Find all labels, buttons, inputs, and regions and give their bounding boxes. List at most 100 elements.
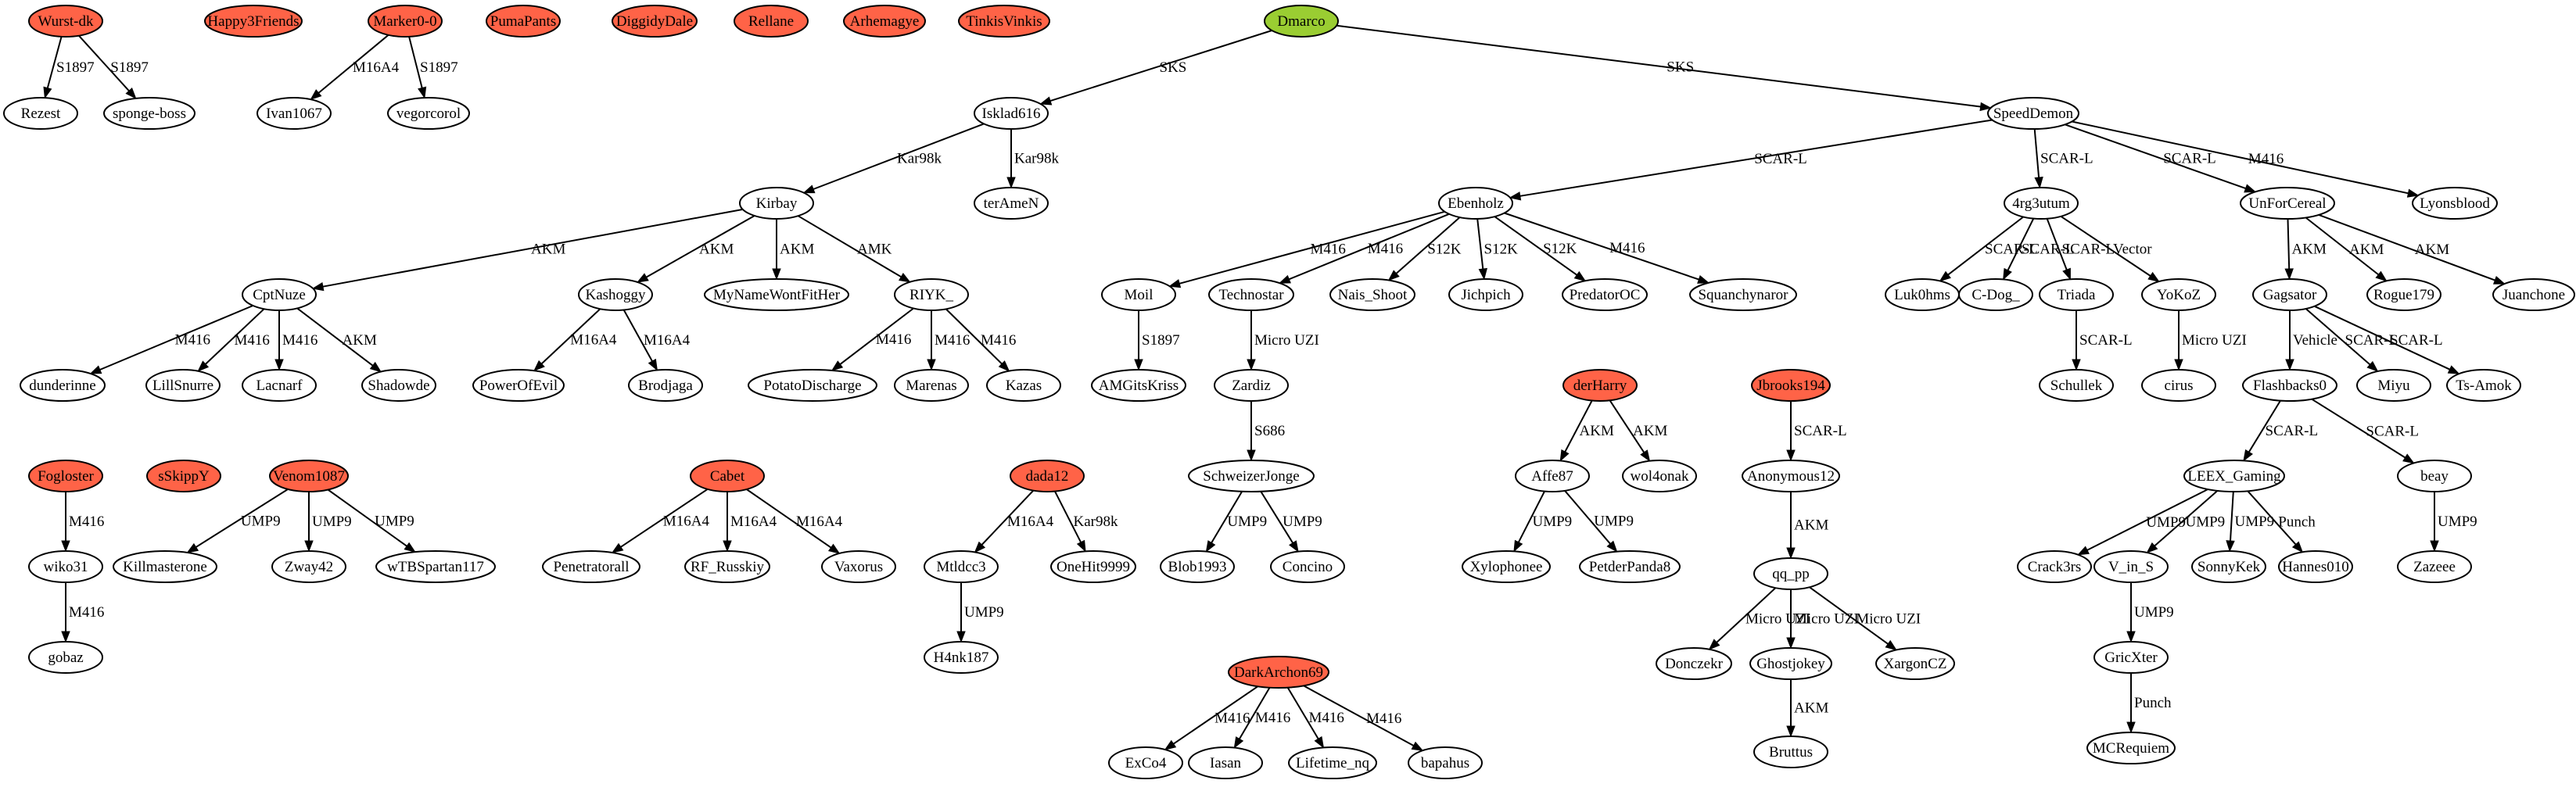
- node-sskippy[interactable]: sSkippY: [146, 460, 221, 492]
- node-jbrooks194[interactable]: Jbrooks194: [1751, 369, 1831, 402]
- node-shadowde[interactable]: Shadowde: [361, 369, 436, 402]
- node-rellane[interactable]: Rellane: [734, 5, 809, 38]
- node-diggidydale[interactable]: DiggidyDale: [612, 5, 698, 38]
- node-cirus[interactable]: cirus: [2141, 369, 2216, 402]
- node-happy3friends[interactable]: Happy3Friends: [204, 5, 303, 38]
- node-blob1993[interactable]: Blob1993: [1160, 550, 1235, 583]
- node-iasan[interactable]: Iasan: [1188, 746, 1263, 779]
- node-dada12[interactable]: dada12: [1010, 460, 1085, 492]
- node-isklad616[interactable]: Isklad616: [974, 97, 1049, 130]
- node-moil[interactable]: Moil: [1101, 278, 1176, 311]
- node-lacnarf[interactable]: Lacnarf: [242, 369, 317, 402]
- node-sonnykek[interactable]: SonnyKek: [2191, 550, 2266, 583]
- node-donczekr[interactable]: Donczekr: [1656, 647, 1732, 680]
- node-rezest[interactable]: Rezest: [3, 97, 78, 130]
- node-affe87[interactable]: Affe87: [1515, 460, 1590, 492]
- node-wurst-dk[interactable]: Wurst-dk: [28, 5, 103, 38]
- node-juanchone[interactable]: Juanchone: [2492, 278, 2575, 311]
- node-luk0hms[interactable]: Luk0hms: [1885, 278, 1960, 311]
- node-schullek[interactable]: Schullek: [2039, 369, 2114, 402]
- node-wiko31[interactable]: wiko31: [28, 550, 103, 583]
- node-predatoroc[interactable]: PredatorOC: [1562, 278, 1648, 311]
- node-riyk[interactable]: RIYK_: [894, 278, 969, 311]
- node-miyu[interactable]: Miyu: [2356, 369, 2431, 402]
- node-tinkisvinkis[interactable]: TinkisVinkis: [958, 5, 1050, 38]
- node-wtbspartan117[interactable]: wTBSpartan117: [375, 550, 496, 583]
- node-mynamewontfither[interactable]: MyNameWontFitHer: [704, 278, 849, 311]
- node-leex-gaming[interactable]: LEEX_Gaming: [2183, 460, 2285, 492]
- node-jichpich[interactable]: Jichpich: [1448, 278, 1523, 311]
- node-dunderinne[interactable]: dunderinne: [20, 369, 106, 402]
- node-schweizerjonge[interactable]: SchweizerJonge: [1188, 460, 1315, 492]
- node-speeddemon[interactable]: SpeedDemon: [1987, 97, 2079, 130]
- node-sponge-boss[interactable]: sponge-boss: [103, 97, 196, 130]
- node-pumapants[interactable]: PumaPants: [486, 5, 561, 38]
- node-nais-shoot[interactable]: Nais_Shoot: [1329, 278, 1415, 311]
- node-anonymous12[interactable]: Anonymous12: [1742, 460, 1840, 492]
- node-mcrequiem[interactable]: MCRequiem: [2086, 732, 2176, 764]
- node-qq-pp[interactable]: qq_pp: [1753, 557, 1828, 590]
- node-label: Zardiz: [1232, 378, 1271, 394]
- node-vaxorus[interactable]: Vaxorus: [821, 550, 896, 583]
- node-h4nk187[interactable]: H4nk187: [924, 641, 999, 674]
- node-ghostjokey[interactable]: Ghostjokey: [1749, 647, 1832, 680]
- node-xylophonee[interactable]: Xylophonee: [1462, 550, 1551, 583]
- node-wol4onak[interactable]: wol4onak: [1622, 460, 1697, 492]
- node-vegorcorol[interactable]: vegorcorol: [387, 97, 470, 130]
- node-lyonsblood[interactable]: Lyonsblood: [2412, 187, 2498, 220]
- node-rf-russkiy[interactable]: RF_Russkiy: [684, 550, 770, 583]
- node-bapahus[interactable]: bapahus: [1408, 746, 1483, 779]
- node-beay[interactable]: beay: [2397, 460, 2472, 492]
- node-derharry[interactable]: derHarry: [1562, 369, 1638, 402]
- node-powerofevil[interactable]: PowerOfEvil: [472, 369, 565, 402]
- node-onehit9999[interactable]: OneHit9999: [1050, 550, 1136, 583]
- node-ivan1067[interactable]: Ivan1067: [257, 97, 332, 130]
- node-lifetime-nq[interactable]: Lifetime_nq: [1288, 746, 1377, 779]
- node-crack3rs[interactable]: Crack3rs: [2017, 550, 2092, 583]
- node-penetratorall[interactable]: Penetratorall: [542, 550, 640, 583]
- node-triada[interactable]: Triada: [2039, 278, 2114, 311]
- node-rogue179[interactable]: Rogue179: [2366, 278, 2441, 311]
- node-4rg3utum[interactable]: 4rg3utum: [2004, 187, 2079, 220]
- node-gricxter[interactable]: GricXter: [2093, 641, 2169, 674]
- node-amgitskriss[interactable]: AMGitsKriss: [1091, 369, 1186, 402]
- node-brodjaga[interactable]: Brodjaga: [628, 369, 703, 402]
- node-c-dog[interactable]: C-Dog_: [1958, 278, 2033, 311]
- node-technostar[interactable]: Technostar: [1208, 278, 1294, 311]
- node-hannes010[interactable]: Hannes010: [2278, 550, 2353, 583]
- node-marenas[interactable]: Marenas: [894, 369, 969, 402]
- node-mtldcc3[interactable]: Mtldcc3: [924, 550, 999, 583]
- node-dmarco[interactable]: Dmarco: [1264, 5, 1339, 38]
- node-potatodischarge[interactable]: PotatoDischarge: [748, 369, 877, 402]
- node-marker0-0[interactable]: Marker0-0: [368, 5, 443, 38]
- node-fogloster[interactable]: Fogloster: [28, 460, 103, 492]
- node-zazeee[interactable]: Zazeee: [2397, 550, 2472, 583]
- node-kashoggy[interactable]: Kashoggy: [578, 278, 653, 311]
- node-cptnuze[interactable]: CptNuze: [242, 278, 317, 311]
- node-concino[interactable]: Concino: [1270, 550, 1345, 583]
- node-ebenholz[interactable]: Ebenholz: [1438, 187, 1513, 220]
- node-darkarchon69[interactable]: DarkArchon69: [1228, 656, 1329, 689]
- node-killmasterone[interactable]: Killmasterone: [113, 550, 217, 583]
- node-unforcereal[interactable]: UnForCereal: [2240, 187, 2335, 220]
- node-yokoz[interactable]: YoKoZ: [2141, 278, 2216, 311]
- node-teramen[interactable]: terAmeN: [974, 187, 1049, 220]
- node-venom1087[interactable]: Venom1087: [269, 460, 349, 492]
- node-xargoncz[interactable]: XargonCZ: [1875, 647, 1955, 680]
- node-v-in-s[interactable]: V_in_S: [2093, 550, 2169, 583]
- node-zway42[interactable]: Zway42: [271, 550, 346, 583]
- node-kazas[interactable]: Kazas: [986, 369, 1061, 402]
- node-bruttus[interactable]: Bruttus: [1753, 736, 1828, 768]
- node-squanchynaror[interactable]: Squanchynaror: [1689, 278, 1797, 311]
- node-lillsnurre[interactable]: LillSnurre: [145, 369, 221, 402]
- node-ts-amok[interactable]: Ts-Amok: [2446, 369, 2521, 402]
- node-arhemagye[interactable]: Arhemagye: [843, 5, 926, 38]
- node-zardiz[interactable]: Zardiz: [1214, 369, 1289, 402]
- node-gagsator[interactable]: Gagsator: [2252, 278, 2327, 311]
- node-cabet[interactable]: Cabet: [690, 460, 765, 492]
- node-petderpanda8[interactable]: PetderPanda8: [1579, 550, 1681, 583]
- node-flashbacks0[interactable]: Flashbacks0: [2242, 369, 2337, 402]
- node-gobaz[interactable]: gobaz: [28, 641, 103, 674]
- node-kirbay[interactable]: Kirbay: [739, 187, 814, 220]
- node-exco4[interactable]: ExCo4: [1108, 746, 1183, 779]
